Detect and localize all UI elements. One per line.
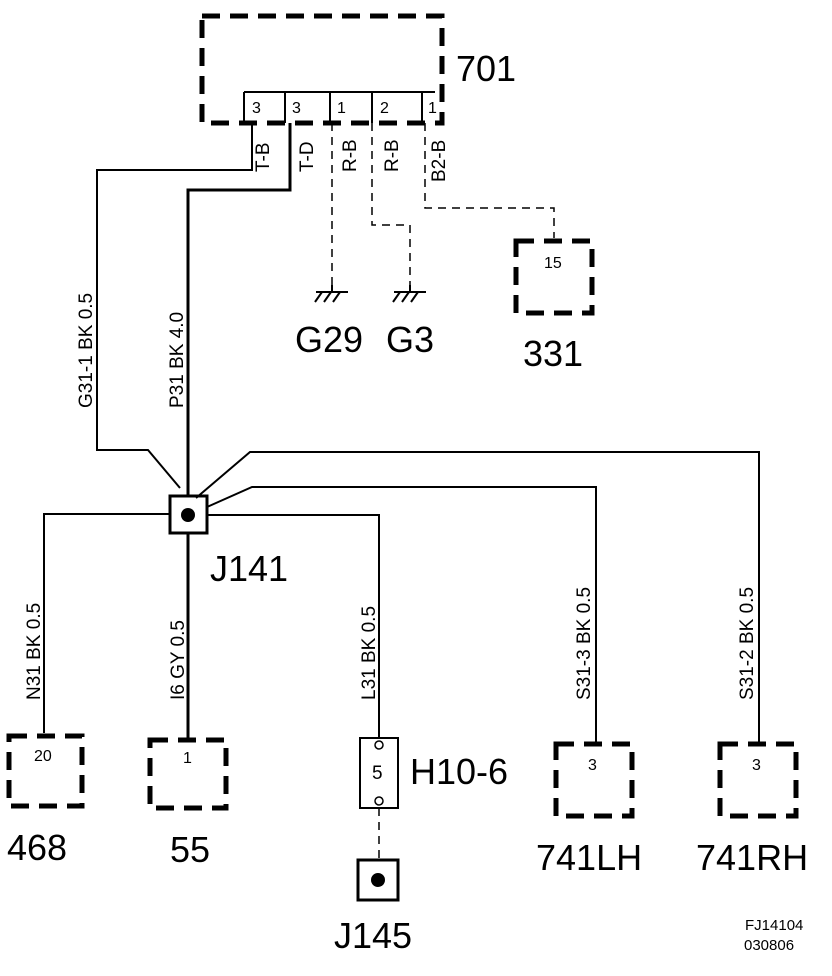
- component-55-box: [147, 737, 229, 811]
- pin-701-rb2: 2: [380, 100, 389, 117]
- connector-h10-6: 5 H10-6: [359, 737, 508, 809]
- splice-j145-label: J145: [334, 915, 412, 956]
- wire-label-rb1: R-B: [340, 139, 361, 172]
- component-741lh-label: 741LH: [536, 837, 642, 878]
- pin-701-rb1: 1: [337, 100, 346, 117]
- component-55-label: 55: [170, 829, 210, 870]
- wire-p31: [186, 123, 292, 495]
- connector-pin-circle: [374, 796, 384, 806]
- ground-icon: [314, 285, 348, 303]
- wire-n31: [43, 513, 170, 733]
- wire-label-b2b: B2-B: [429, 140, 450, 182]
- component-741rh: 3 741RH: [696, 741, 808, 878]
- component-701-box: [199, 13, 445, 126]
- pin-741lh: 3: [588, 757, 597, 774]
- component-741rh-label: 741RH: [696, 837, 808, 878]
- splice-j141-dot: [181, 508, 195, 522]
- wire-label-rb2: R-B: [382, 139, 403, 172]
- component-331-box: [513, 238, 595, 316]
- wire-g31-1: [96, 123, 253, 489]
- component-468: 20 468: [6, 733, 85, 868]
- ground-icon: [392, 285, 426, 303]
- pin-701-b2b: 1: [428, 100, 437, 117]
- wire-label-i6: I6 GY 0.5: [168, 620, 189, 700]
- pin-741rh: 3: [752, 757, 761, 774]
- wire-s31-2: [195, 451, 760, 742]
- connector-pin-circle: [374, 740, 384, 750]
- pin-h10-6: 5: [372, 763, 383, 784]
- pin-331: 15: [544, 255, 562, 272]
- wire-label-tb: T-B: [253, 142, 274, 172]
- splice-j145-dot: [371, 873, 385, 887]
- wire-rb2-dashed: [371, 123, 411, 285]
- wire-s31-3: [206, 486, 597, 742]
- wire-label-g31-1: G31-1 BK 0.5: [76, 293, 97, 408]
- wire-label-s31-2: S31-2 BK 0.5: [737, 587, 758, 700]
- pin-468: 20: [34, 748, 52, 765]
- connector-h10-6-label: H10-6: [410, 751, 508, 792]
- wire-label-n31: N31 BK 0.5: [24, 603, 45, 700]
- component-468-box: [6, 733, 85, 809]
- component-331: 15 331: [513, 238, 595, 374]
- figure-date: 030806: [744, 937, 794, 954]
- component-701-label: 701: [456, 48, 516, 89]
- pin-55: 1: [183, 750, 192, 767]
- pin-701-td: 3: [292, 100, 301, 117]
- component-468-label: 468: [7, 827, 67, 868]
- component-741lh: 3 741LH: [536, 741, 642, 878]
- wire-label-s31-3: S31-3 BK 0.5: [574, 587, 595, 700]
- wire-label-p31: P31 BK 4.0: [167, 312, 188, 408]
- wire-label-td: T-D: [297, 141, 318, 172]
- component-701: 701 3 3 1 2 1: [199, 13, 516, 126]
- ground-g29-label: G29: [295, 319, 363, 360]
- ground-g3-label: G3: [386, 319, 434, 360]
- component-55: 1 55: [147, 737, 229, 870]
- splice-j141: J141: [168, 494, 288, 589]
- pin-701-tb: 3: [252, 100, 261, 117]
- component-331-label: 331: [523, 333, 583, 374]
- wire-b2b-dashed: [424, 123, 555, 238]
- wire-label-l31: L31 BK 0.5: [359, 606, 380, 700]
- component-741rh-box: [717, 741, 799, 819]
- splice-j141-label: J141: [210, 548, 288, 589]
- splice-j145: J145: [334, 858, 412, 956]
- wire-l31: [207, 514, 380, 738]
- figure-id: FJ14104: [745, 917, 803, 934]
- component-741lh-box: [553, 741, 635, 819]
